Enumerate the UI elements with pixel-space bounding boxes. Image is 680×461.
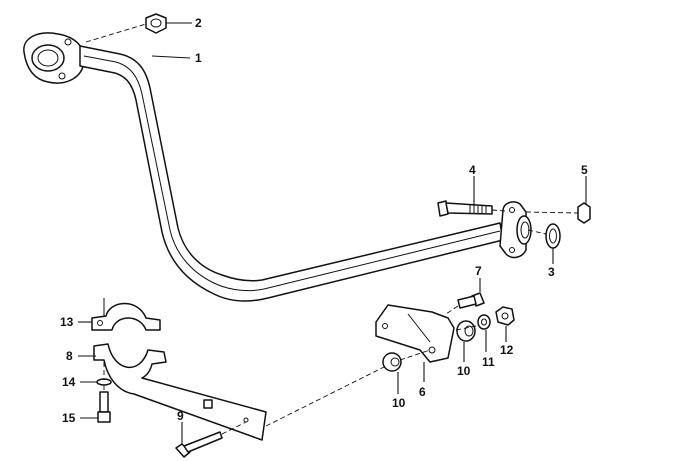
callout-14: 14 bbox=[62, 375, 76, 389]
rubber-bush-part-10-right bbox=[456, 320, 476, 342]
clamp-upper-part-13 bbox=[91, 298, 161, 331]
callout-7: 7 bbox=[475, 264, 482, 278]
callout-11: 11 bbox=[482, 355, 495, 369]
leader-lines bbox=[78, 22, 587, 444]
bolt-part-7 bbox=[457, 292, 485, 309]
gasket-ring-part-3 bbox=[545, 223, 561, 249]
callout-6: 6 bbox=[419, 385, 426, 399]
callout-8: 8 bbox=[66, 349, 73, 363]
callout-15: 15 bbox=[62, 411, 76, 425]
bracket-part-6 bbox=[375, 304, 455, 363]
nut-part-5 bbox=[577, 202, 591, 224]
clamp-lower-part-8 bbox=[93, 343, 267, 441]
callout-9: 9 bbox=[177, 409, 184, 423]
washer-part-11 bbox=[477, 314, 491, 330]
callout-3: 3 bbox=[548, 265, 555, 279]
nut-part-2 bbox=[145, 13, 167, 34]
callout-13: 13 bbox=[60, 315, 74, 329]
callout-labels: 1 2 3 4 5 6 7 8 9 10 10 11 12 13 14 15 bbox=[60, 16, 588, 425]
callout-2: 2 bbox=[195, 16, 202, 30]
bolt-part-9 bbox=[175, 431, 223, 458]
callout-10-left: 10 bbox=[392, 396, 406, 410]
callout-12: 12 bbox=[500, 343, 514, 357]
callout-5: 5 bbox=[581, 163, 588, 177]
bolt-part-15 bbox=[97, 391, 111, 423]
nut-part-12 bbox=[495, 306, 515, 326]
bolt-part-4 bbox=[437, 200, 493, 217]
exhaust-pipe bbox=[23, 32, 532, 302]
callout-10-right: 10 bbox=[457, 364, 471, 378]
callout-4: 4 bbox=[469, 163, 476, 177]
rubber-bush-part-10-left bbox=[382, 352, 402, 372]
callout-1: 1 bbox=[195, 51, 202, 65]
